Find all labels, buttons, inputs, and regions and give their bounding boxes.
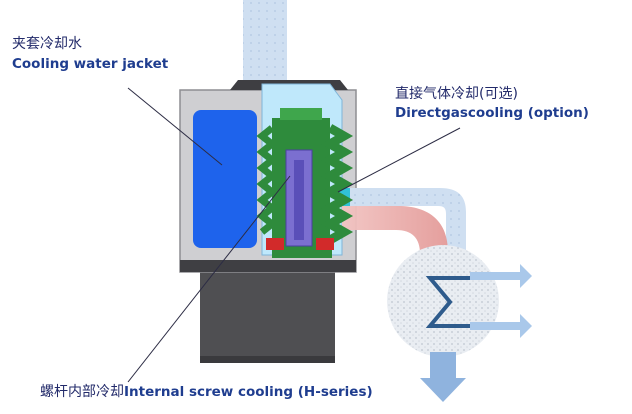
leader-line-screw xyxy=(127,175,291,383)
direct-gas-cooling-pipe xyxy=(342,188,466,250)
inlet-gas-flow xyxy=(243,0,287,90)
shaft-seal-left xyxy=(266,238,284,250)
pump-base xyxy=(200,268,335,363)
internal-screw-cooling-label: 螺杆内部冷却Internal screw cooling (H-series) xyxy=(40,381,373,401)
coolant-out-arrow xyxy=(470,264,532,288)
heat-exchanger-coil xyxy=(425,276,470,328)
shaft-bore xyxy=(294,160,304,240)
internal-screw-cooling-label-cn: 螺杆内部冷却 xyxy=(40,384,124,400)
cooling-water-jacket-label-cn: 夹套冷却水 xyxy=(12,36,82,52)
shaft-seal-right xyxy=(316,238,334,250)
seal-base xyxy=(272,250,332,258)
cooling-water-jacket-label-en: Cooling water jacket xyxy=(12,56,169,72)
heat-exchanger xyxy=(387,245,499,357)
coolant-in-arrow xyxy=(470,314,532,338)
internal-screw-cooling-label-en: Internal screw cooling (H-series) xyxy=(124,384,373,400)
leader-line-jacket xyxy=(127,87,223,166)
direct-gas-cooling-label-en: Directgascooling (option) xyxy=(395,105,589,121)
pump-base-feet xyxy=(200,356,335,363)
cooling-water-jacket xyxy=(193,110,257,248)
leader-line-gas xyxy=(337,127,461,193)
direct-gas-cooling-label-cn: 直接气体冷却(可选) xyxy=(395,86,518,102)
gas-outlet-arrow xyxy=(420,352,466,402)
housing-bottom-plate xyxy=(180,260,356,272)
